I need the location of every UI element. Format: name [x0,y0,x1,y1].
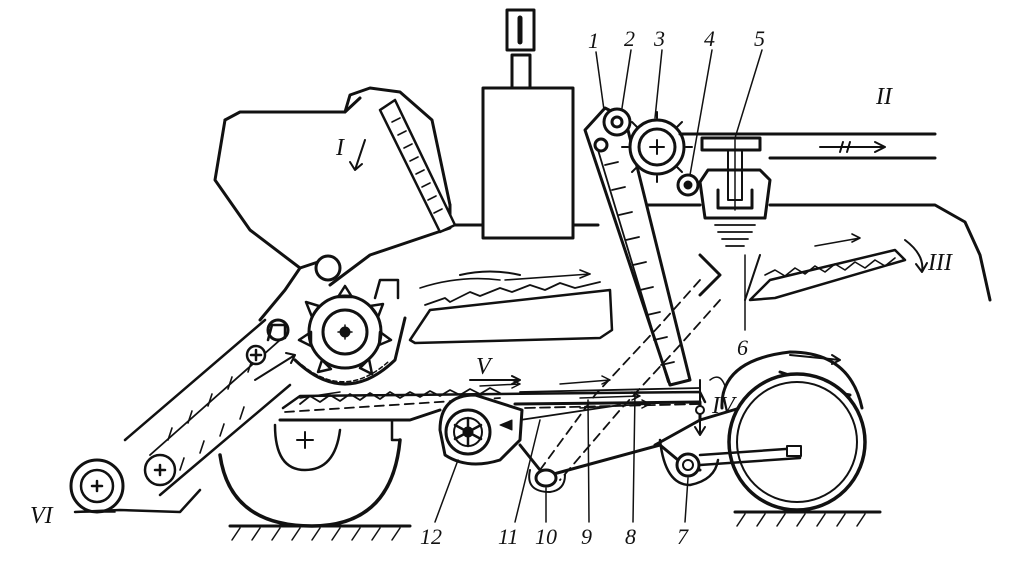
callout-9: 9 [581,524,592,549]
callout-4: 4 [704,26,715,51]
threshing-drum [266,254,407,386]
auger-7 [658,438,720,487]
callout-11: 11 [498,524,518,549]
machine-body [213,86,992,477]
straw-walker [408,269,614,345]
flow-labels: I II III IV V VI [30,84,953,529]
roller-2 [602,107,632,137]
flow-label-III: III [927,250,953,276]
flow-label-VI: VI [30,503,54,529]
marker-squares [266,278,400,342]
roller-3 [621,111,693,183]
flow-label-IV: IV [711,393,737,419]
roller-4 [676,173,700,197]
callout-1: 1 [588,28,599,53]
front-wheel [218,418,402,528]
callout-10: 10 [535,524,557,549]
rear-tray-III [744,233,907,302]
flow-label-I: I [335,135,345,161]
flow-arrows [74,139,928,513]
top-elevator-I [378,98,457,234]
callout-labels: 1 2 3 4 5 6 7 8 9 10 11 12 [420,26,765,549]
callout-8: 8 [625,524,636,549]
callout-5: 5 [754,26,765,51]
leader-lines [434,49,763,523]
auger-10 [528,468,566,493]
engine-block [481,8,575,240]
cleaning-fan-12 [438,393,524,466]
sieve-pan [281,375,707,421]
unloading-auger-5 [678,132,937,247]
callout-3: 3 [653,26,665,51]
intake-conveyor [69,318,292,514]
callout-12: 12 [420,524,442,549]
flow-label-V: V [476,354,493,380]
callout-6: 6 [737,335,748,360]
callout-7: 7 [677,524,689,549]
flow-label-II: II [875,84,893,110]
grain-elevator [583,106,692,387]
rear-wheel [698,350,867,512]
callout-2: 2 [624,26,635,51]
